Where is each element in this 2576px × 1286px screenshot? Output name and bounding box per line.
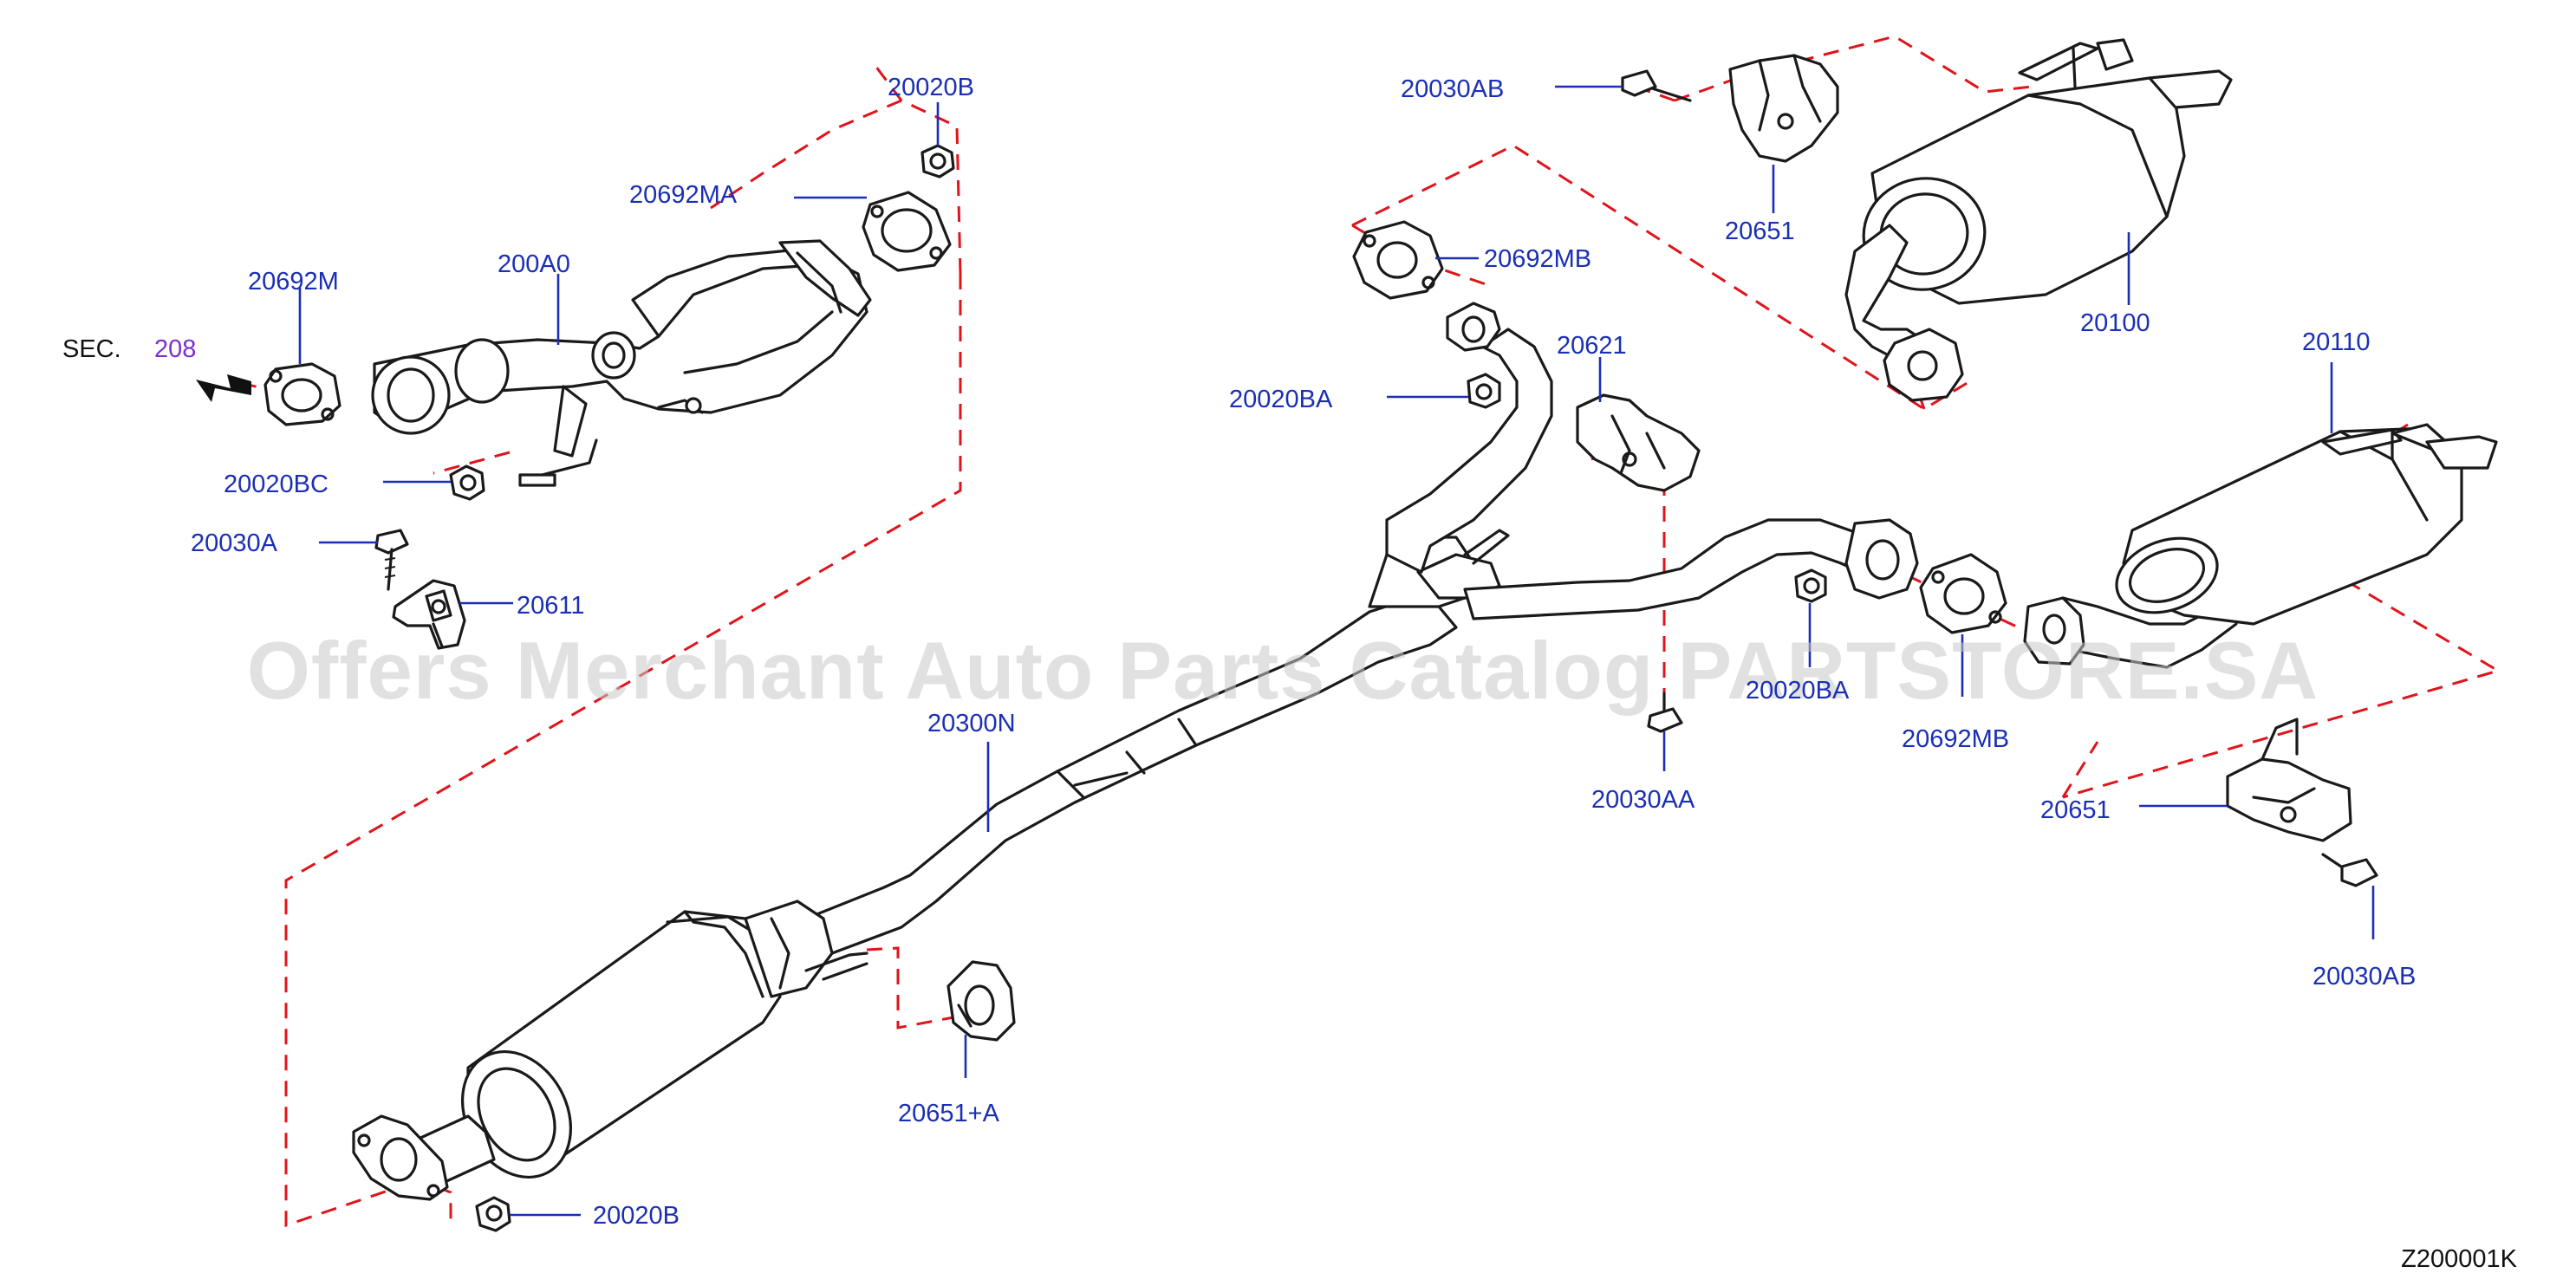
label-20030AB-top[interactable]: 20030AB bbox=[1401, 75, 1504, 103]
label-20692MB-top[interactable]: 20692MB bbox=[1484, 245, 1591, 273]
label-20651-top[interactable]: 20651 bbox=[1725, 218, 1795, 245]
bolt-20030AA bbox=[1647, 692, 1683, 733]
label-20651-right[interactable]: 20651 bbox=[2040, 796, 2111, 824]
section-prefix: SEC. bbox=[62, 335, 121, 363]
gasket-20692M bbox=[263, 362, 342, 426]
bolt-20030AB-top bbox=[1621, 69, 1692, 102]
label-20692MA[interactable]: 20692MA bbox=[629, 181, 738, 209]
right-crossover-pipe bbox=[1463, 518, 1919, 620]
hanger-20651-top bbox=[1728, 54, 1839, 163]
upper-branch-pipe bbox=[1385, 302, 1553, 574]
section-arrow bbox=[196, 374, 251, 402]
label-20100[interactable]: 20100 bbox=[2080, 309, 2150, 337]
bolt-20030AB-right bbox=[2321, 853, 2378, 887]
label-20651A[interactable]: 20651+A bbox=[898, 1100, 1000, 1127]
gasket-20692MB-top bbox=[1352, 220, 1444, 300]
label-20621[interactable]: 20621 bbox=[1557, 332, 1627, 360]
front-catalyst-200A0 bbox=[371, 239, 872, 487]
gasket-20692MA bbox=[862, 191, 952, 272]
label-20110[interactable]: 20110 bbox=[2302, 328, 2371, 356]
rear-muffler-20110 bbox=[2023, 423, 2498, 669]
label-20300N[interactable]: 20300N bbox=[927, 710, 1016, 737]
bracket-20621 bbox=[1576, 393, 1701, 492]
center-pipe-20300N bbox=[352, 529, 1510, 1201]
label-20692MB-mid[interactable]: 20692MB bbox=[1902, 725, 2009, 753]
diagram-code: Z200001K bbox=[2401, 1245, 2517, 1273]
bolt-20030A bbox=[374, 529, 409, 591]
rear-muffler-20100 bbox=[1844, 38, 2233, 402]
label-20030AA[interactable]: 20030AA bbox=[1591, 786, 1695, 814]
section-number[interactable]: 208 bbox=[154, 335, 196, 363]
label-20030AB-right[interactable]: 20030AB bbox=[2313, 963, 2416, 990]
label-200A0[interactable]: 200A0 bbox=[498, 250, 570, 278]
nut-20020B-top bbox=[920, 144, 955, 179]
hanger-20651A bbox=[946, 960, 1016, 1042]
label-20030A[interactable]: 20030A bbox=[191, 529, 278, 557]
nut-20020BA-mid bbox=[1794, 568, 1827, 603]
watermark-text: Offers Merchant Auto Parts Catalog PARTS… bbox=[247, 625, 2319, 716]
nut-20020B-bottom bbox=[475, 1196, 511, 1232]
label-20020B-top[interactable]: 20020B bbox=[888, 74, 974, 101]
hanger-20651-right bbox=[2226, 718, 2352, 842]
label-20020BA-mid[interactable]: 20020BA bbox=[1746, 677, 1850, 705]
leader-lines bbox=[298, 85, 2375, 1217]
label-20020BC[interactable]: 20020BC bbox=[224, 471, 329, 498]
label-20692M[interactable]: 20692M bbox=[248, 268, 339, 296]
label-20020B-bottom[interactable]: 20020B bbox=[593, 1202, 680, 1230]
label-20611[interactable]: 20611 bbox=[517, 592, 585, 620]
bracket-20611 bbox=[392, 579, 466, 650]
nut-20020BC bbox=[449, 464, 485, 501]
label-20020BA-top[interactable]: 20020BA bbox=[1229, 386, 1333, 413]
part-labels: SEC. 208 20020B 20692MA 20692M 200A0 200… bbox=[62, 74, 2518, 1273]
nut-20020BA-top bbox=[1467, 373, 1501, 409]
gasket-20692MB-mid bbox=[1919, 553, 2007, 634]
